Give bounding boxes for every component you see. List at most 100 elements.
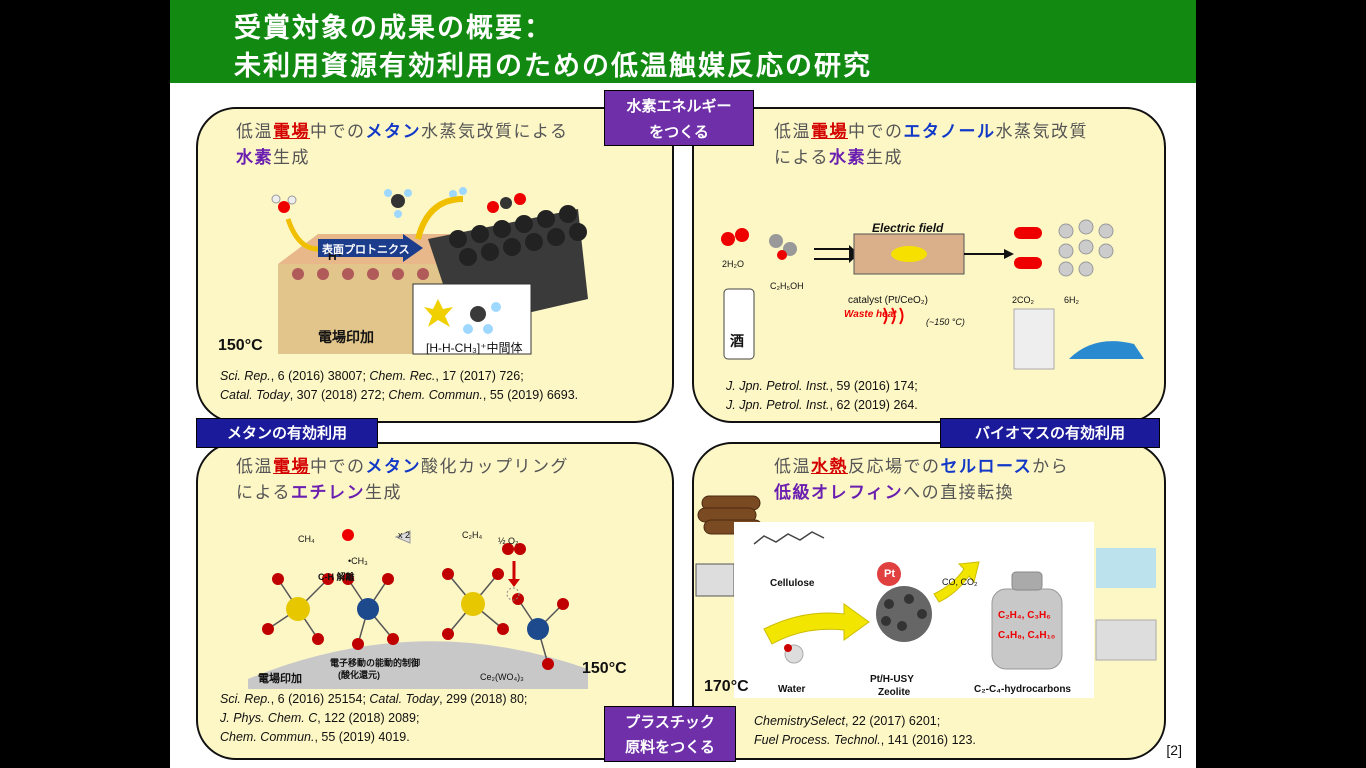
- title-highlight-methane: メタン: [365, 122, 421, 142]
- journal-name: ChemistrySelect: [754, 714, 845, 728]
- slide-header: 受賞対象の成果の概要： 未利用資源有効利用のための低温触媒反応の研究: [170, 0, 1196, 83]
- reference-line: Chem. Commun., 55 (2019) 4019.: [220, 728, 527, 747]
- label-line: 水素エネルギー: [626, 97, 732, 115]
- citation: , 6 (2016) 25154;: [270, 692, 370, 706]
- support-label: Ce₂(WO₄)₃: [480, 672, 524, 682]
- citation: , 6 (2016) 38007;: [270, 369, 370, 383]
- title-highlight-olefin: 低級オレフィン: [774, 483, 904, 503]
- title-text: への直接転換: [903, 483, 1015, 503]
- x2-label: x 2: [398, 530, 411, 540]
- panel-methane-steam-reforming: 低温電場中でのメタン水蒸気改質による 水素生成: [196, 107, 674, 423]
- catalyst-label-1: Pt/H-USY: [870, 674, 914, 685]
- journal-name: Chem. Commun.: [388, 388, 483, 402]
- cellulose-label: Cellulose: [770, 578, 815, 589]
- slide: 受賞対象の成果の概要： 未利用資源有効利用のための低温触媒反応の研究 低温電場中…: [170, 0, 1196, 768]
- hydrocarbons-label: C₂-C₄-hydrocarbons: [974, 684, 1071, 695]
- title-highlight-field: 電場: [811, 122, 848, 142]
- journal-name: Chem. Rec.: [369, 369, 436, 383]
- journal-name: J. Jpn. Petrol. Inst.: [726, 379, 830, 393]
- ch4-label: CH₄: [298, 534, 315, 544]
- title-text: 中での: [848, 122, 904, 142]
- journal-name: Catal. Today: [220, 388, 290, 402]
- title-highlight-hydrogen: 水素: [236, 148, 273, 168]
- citation: , 141 (2016) 123.: [880, 733, 976, 747]
- panel-title-line1: 低温水熱反応場でのセルロースから: [774, 454, 1069, 480]
- panel-title-line2: 低級オレフィンへの直接転換: [774, 480, 1014, 506]
- title-highlight-ethylene: エチレン: [291, 483, 365, 503]
- electron-control-label: 電子移動の能動的制御: [330, 658, 421, 668]
- title-text: 中での: [310, 122, 366, 142]
- reference-line: Catal. Today, 307 (2018) 272; Chem. Comm…: [220, 386, 578, 405]
- header-title-line2: 未利用資源有効利用のための低温触媒反応の研究: [234, 51, 872, 82]
- panel-cellulose-conversion: 低温水熱反応場でのセルロースから 低級オレフィンへの直接転換 Cellulose…: [692, 442, 1166, 760]
- citation: , 59 (2016) 174;: [829, 379, 918, 393]
- panel-title-line2: 水素生成: [236, 145, 310, 171]
- electric-field-label: Electric field: [872, 221, 944, 235]
- o2-label: ½ O₂: [498, 536, 519, 546]
- journal-name: J. Phys. Chem. C: [220, 711, 318, 725]
- reference-line: Sci. Rep., 6 (2016) 38007; Chem. Rec., 1…: [220, 367, 578, 386]
- journal-name: Fuel Process. Technol.: [754, 733, 881, 747]
- citation: , 17 (2017) 726;: [435, 369, 524, 383]
- panel-methane-oxidative-coupling: 低温電場中でのメタン酸化カップリング によるエチレン生成: [196, 442, 674, 760]
- reference-line: Fuel Process. Technol., 141 (2016) 123.: [754, 731, 976, 750]
- references: Sci. Rep., 6 (2016) 38007; Chem. Rec., 1…: [220, 367, 578, 405]
- waste-heat-label: Waste heat: [844, 309, 897, 320]
- ch-cleavage-label: C-H 解離: [318, 572, 355, 582]
- title-highlight-methane: メタン: [365, 457, 421, 477]
- title-text: 生成: [866, 148, 903, 168]
- references: Sci. Rep., 6 (2016) 25154; Catal. Today,…: [220, 690, 527, 747]
- water-label: Water: [778, 684, 806, 695]
- title-text: による: [236, 483, 291, 503]
- label-methane-use: メタンの有効利用: [196, 418, 378, 448]
- intermediate-label: [H-H-CH₃]⁺中間体: [426, 341, 523, 355]
- citation: , 62 (2019) 264.: [829, 398, 918, 412]
- title-text: 水蒸気改質による: [421, 122, 569, 142]
- panel-title-line1: 低温電場中でのエタノール水蒸気改質: [774, 119, 1088, 145]
- title-highlight-field: 電場: [273, 122, 310, 142]
- citation: , 55 (2019) 6693.: [482, 388, 579, 402]
- title-highlight-hydrothermal: 水熱: [811, 457, 848, 477]
- field-application-label: 電場印加: [258, 673, 302, 685]
- h-plus-label: H⁺: [328, 249, 343, 263]
- label-line: プラスチック: [625, 713, 715, 731]
- catalyst-label: catalyst (Pt/CeO₂): [848, 295, 929, 306]
- reference-line: J. Phys. Chem. C, 122 (2018) 2089;: [220, 709, 527, 728]
- products-label-1: C₂H₄, C₃H₆: [998, 610, 1051, 621]
- oxidative-coupling-figure: [248, 529, 588, 689]
- title-text: 低温: [774, 457, 811, 477]
- title-text: から: [1032, 457, 1070, 477]
- h2-label: 6H₂: [1064, 295, 1079, 305]
- title-highlight-hydrogen: 水素: [829, 148, 866, 168]
- panel-title-line2: によるエチレン生成: [236, 480, 402, 506]
- panel-ethanol-steam-reforming: 低温電場中でのエタノール水蒸気改質 による水素生成: [692, 107, 1166, 423]
- citation: , 122 (2018) 2089;: [317, 711, 420, 725]
- ch3-radical-label: •CH₃: [348, 556, 368, 566]
- temperature-label: 150°C: [218, 337, 263, 354]
- journal-name: Sci. Rep.: [220, 369, 271, 383]
- title-text: 反応場での: [848, 457, 941, 477]
- products-label-2: C₄H₈, C₄H₁₀: [998, 630, 1056, 641]
- pt-label: Pt: [884, 568, 895, 580]
- ethanol-label: C₂H₅OH: [770, 281, 804, 291]
- header-title-line1: 受賞対象の成果の概要：: [234, 13, 553, 44]
- references: J. Jpn. Petrol. Inst., 59 (2016) 174; J.…: [726, 377, 918, 415]
- title-text: 酸化カップリング: [421, 457, 569, 477]
- water-label: 2H₂O: [722, 259, 744, 269]
- title-highlight-field: 電場: [273, 457, 310, 477]
- label-biomass-use: バイオマスの有効利用: [940, 418, 1160, 448]
- label-hydrogen-energy: 水素エネルギー をつくる: [604, 90, 754, 146]
- journal-name: Sci. Rep.: [220, 692, 271, 706]
- temperature-approx-label: (~150 °C): [926, 317, 965, 327]
- co2-label: 2CO₂: [1012, 295, 1034, 305]
- temperature-label: 150°C: [582, 660, 627, 677]
- citation: , 299 (2018) 80;: [439, 692, 528, 706]
- redox-label: (酸化還元): [338, 670, 380, 680]
- journal-name: J. Jpn. Petrol. Inst.: [726, 398, 830, 412]
- label-plastic-feedstock: プラスチック 原料をつくる: [604, 706, 736, 762]
- panel-title-line1: 低温電場中でのメタン酸化カップリング: [236, 454, 569, 480]
- co-label: CO, CO₂: [942, 577, 978, 587]
- methane-reforming-figure: [271, 187, 588, 355]
- title-text: 生成: [365, 483, 402, 503]
- panel-title-line1: 低温電場中でのメタン水蒸気改質による: [236, 119, 569, 145]
